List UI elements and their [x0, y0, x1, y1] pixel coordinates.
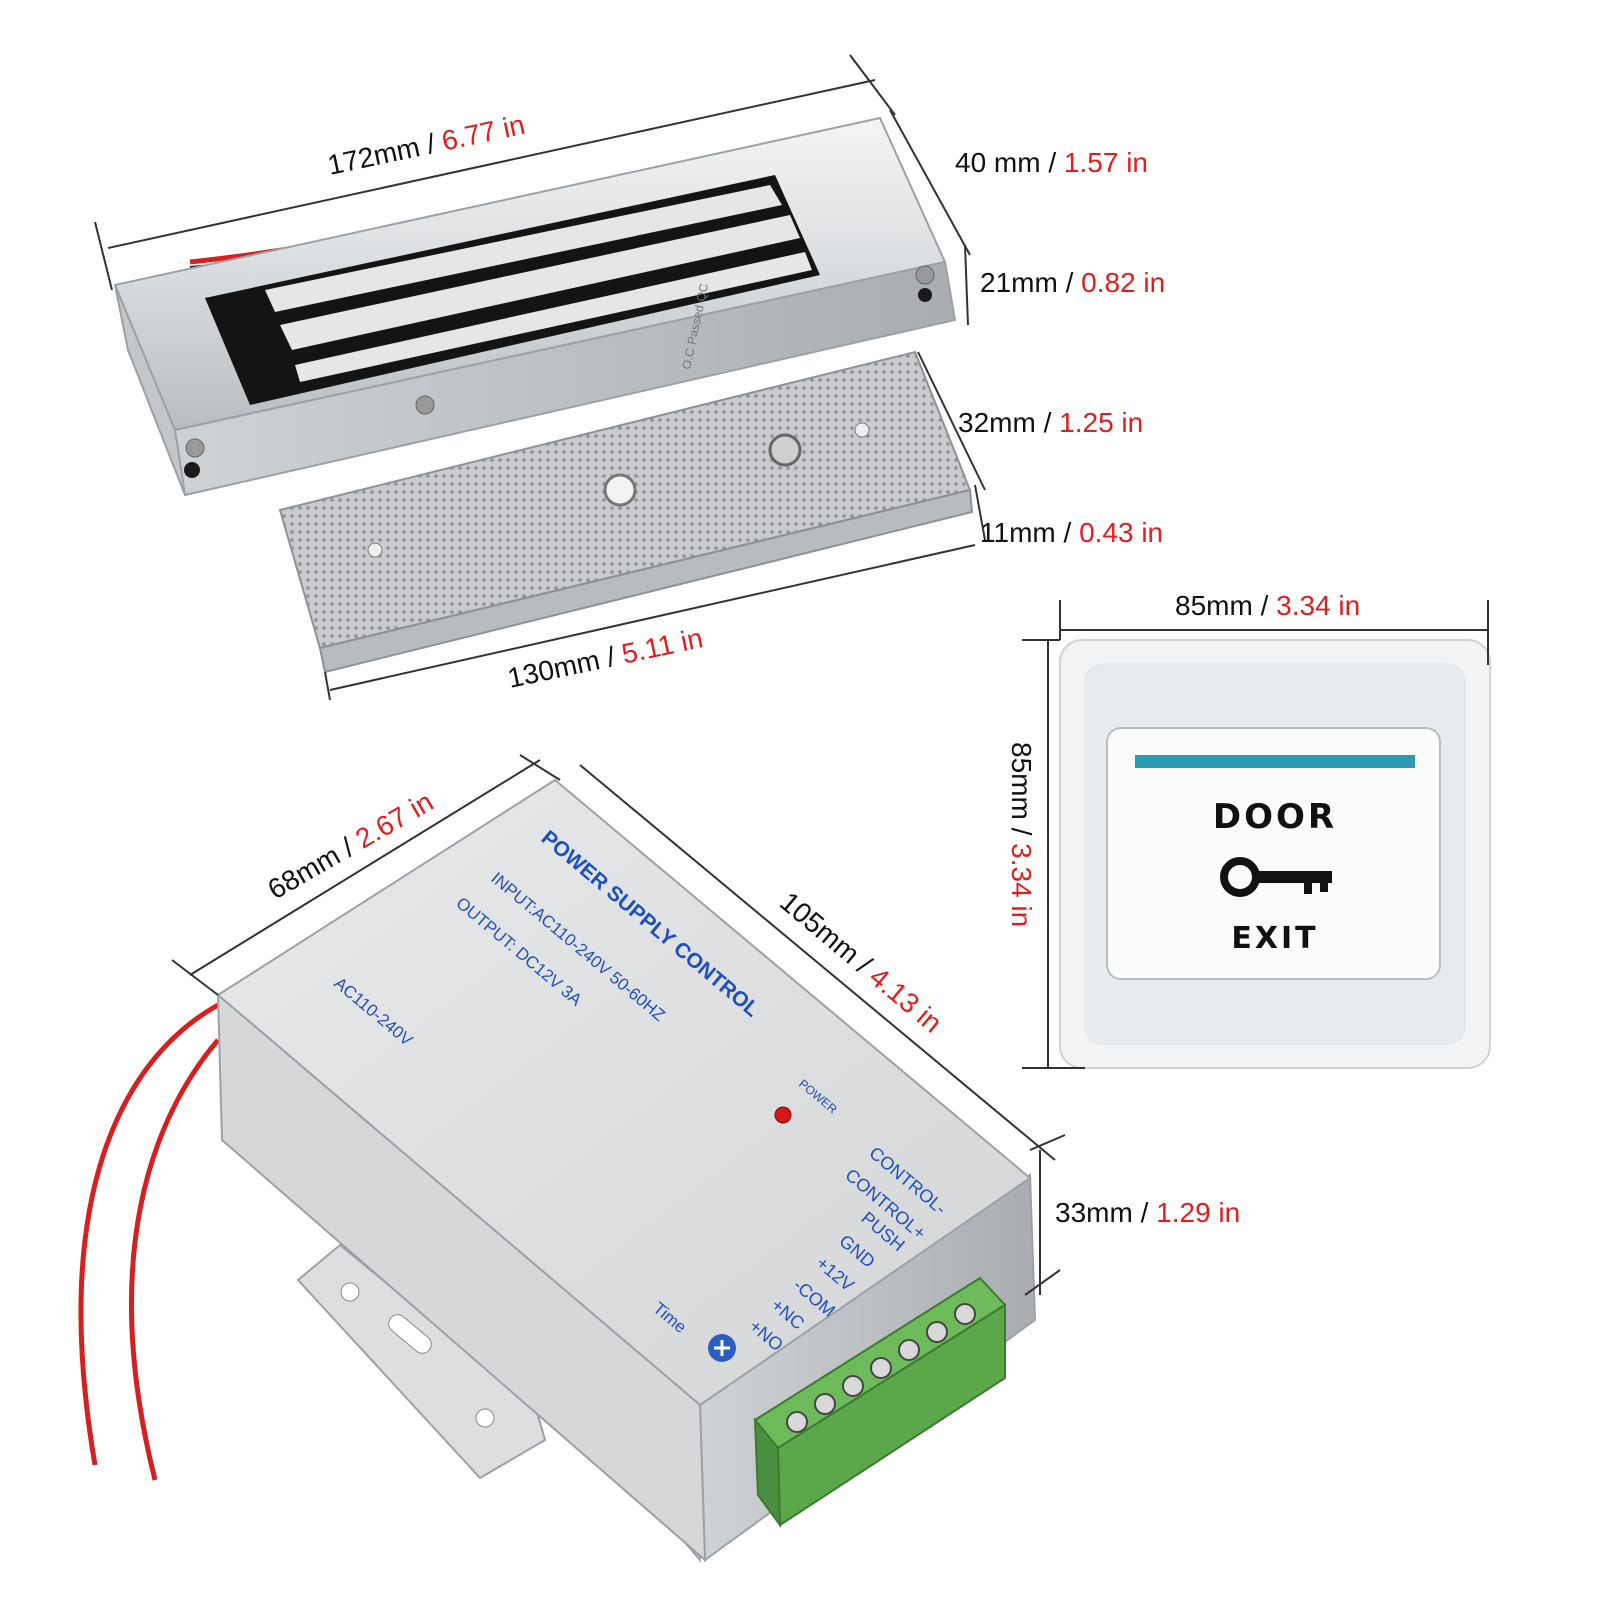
psu-wire-red-1: [78, 1002, 220, 1466]
screw-icon: [915, 265, 935, 285]
armature-width-label: 32mm / 1.25 in: [958, 407, 1143, 438]
psu-wire-red-2: [129, 1038, 220, 1481]
magnet-length-label: 172mm / 6.77 in: [325, 109, 528, 181]
power-supply: POWER SUPPLY CONTROL INPUT:AC110-240V 50…: [78, 778, 1037, 1563]
terminal-screw-icons: [786, 1303, 976, 1433]
magnet-strip-1: [265, 185, 782, 312]
terminal-block-side: [753, 1417, 782, 1529]
armature-plate: [278, 350, 974, 674]
magnet-dimension-lines: [94, 54, 986, 701]
psu-dimension-lines: [171, 754, 1066, 1296]
magnet-thickness-label: 21mm / 0.82 in: [980, 267, 1165, 298]
magnetic-lock: O.CPassedQC: [113, 116, 957, 497]
screw-hole-icon: [854, 422, 870, 438]
exit-button-dimension-lines: [1022, 600, 1489, 1069]
magnet-strip-3: [295, 252, 812, 382]
psu-height-label: 33mm / 1.29 in: [1055, 1197, 1240, 1228]
mount-hole-icon: [918, 288, 932, 302]
bracket-hole-icon: [340, 1282, 360, 1302]
terminal-block: [753, 1276, 1007, 1529]
armature-front: [318, 488, 974, 674]
magnet-height-label: 40 mm / 1.57 in: [955, 147, 1148, 178]
armature-length-label: 130mm / 5.11 in: [505, 622, 706, 694]
screw-icon: [185, 438, 205, 458]
key-icon: [1220, 857, 1332, 897]
mount-hole-icon: [184, 462, 200, 478]
bracket-hole-icon: [475, 1408, 495, 1428]
time-dial-icon: [708, 1334, 736, 1362]
exit-button-height-label: 85mm / 3.34 in: [1006, 742, 1037, 927]
bolt-icon: [768, 433, 802, 467]
indicator-stripe: [1135, 755, 1415, 768]
magnet-body-end: [114, 284, 186, 496]
exit-button: DOOR EXIT: [1059, 639, 1491, 1069]
psu-left-face: [216, 992, 707, 1563]
door-label: DOOR: [1213, 797, 1337, 837]
screw-hole-icon: [367, 542, 383, 558]
armature-thickness-label: 11mm / 0.43 in: [980, 517, 1163, 548]
magnet-strip-2: [280, 215, 800, 350]
bracket-slot-icon: [388, 1314, 432, 1354]
center-hole-icon: [603, 473, 637, 507]
power-led-icon: [774, 1106, 792, 1124]
exit-label: EXIT: [1231, 921, 1318, 956]
exit-button-width-label: 85mm / 3.34 in: [1175, 590, 1360, 621]
screw-icon: [415, 395, 435, 415]
exit-button-key: [1106, 727, 1441, 980]
